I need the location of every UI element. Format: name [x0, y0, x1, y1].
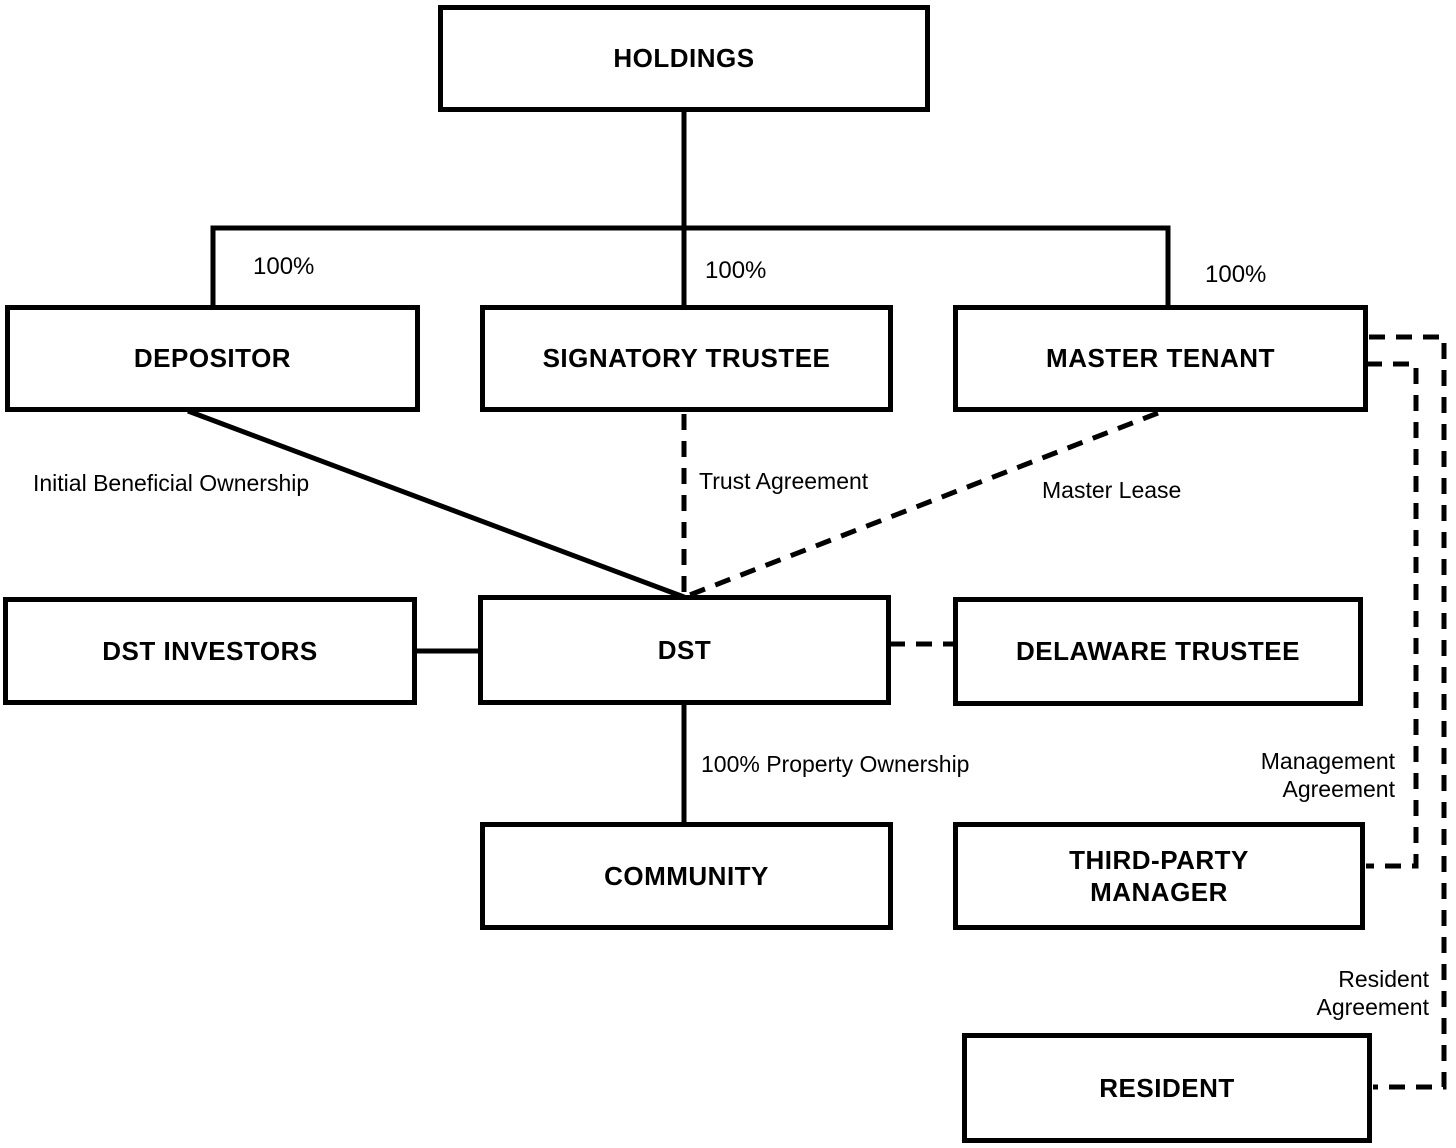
- label-100pct-signatory-trustee: 100%: [705, 257, 767, 284]
- label-resident-agreement: Resident Agreement: [1316, 966, 1429, 1020]
- node-dst-investors: DST INVESTORS: [3, 597, 417, 705]
- label-management-agreement: Management Agreement: [1260, 748, 1395, 802]
- node-depositor-label: DEPOSITOR: [133, 343, 292, 374]
- label-100pct-master-tenant: 100%: [1205, 261, 1267, 288]
- node-community-label: COMMUNITY: [604, 860, 769, 891]
- node-resident: RESIDENT: [962, 1033, 1372, 1143]
- node-third-party-manager: THIRD-PARTY MANAGER: [953, 822, 1365, 930]
- label-master-lease: Master Lease: [1042, 477, 1182, 503]
- node-holdings-label: HOLDINGS: [613, 43, 755, 74]
- label-100pct-property-ownership: 100% Property Ownership: [701, 751, 970, 777]
- edge-initial-beneficial-ownership: [187, 408, 685, 600]
- node-dst: DST: [478, 595, 891, 705]
- node-signatory-trustee: SIGNATORY TRUSTEE: [480, 305, 893, 412]
- node-delaware-trustee: DELAWARE TRUSTEE: [953, 597, 1363, 706]
- node-master-tenant-label: MASTER TENANT: [1046, 343, 1275, 374]
- label-initial-beneficial-ownership: Initial Beneficial Ownership: [33, 470, 310, 496]
- label-trust-agreement: Trust Agreement: [699, 468, 869, 494]
- label-100pct-depositor: 100%: [253, 253, 315, 280]
- node-delaware-trustee-label: DELAWARE TRUSTEE: [1016, 636, 1300, 667]
- node-master-tenant: MASTER TENANT: [953, 305, 1368, 412]
- node-signatory-trustee-label: SIGNATORY TRUSTEE: [542, 343, 831, 374]
- node-resident-label: RESIDENT: [1099, 1072, 1235, 1103]
- node-dst-investors-label: DST INVESTORS: [102, 635, 318, 666]
- node-holdings: HOLDINGS: [438, 5, 930, 112]
- node-depositor: DEPOSITOR: [5, 305, 420, 412]
- node-third-party-manager-label: THIRD-PARTY MANAGER: [1069, 844, 1249, 908]
- node-dst-label: DST: [657, 634, 712, 665]
- node-community: COMMUNITY: [480, 822, 893, 930]
